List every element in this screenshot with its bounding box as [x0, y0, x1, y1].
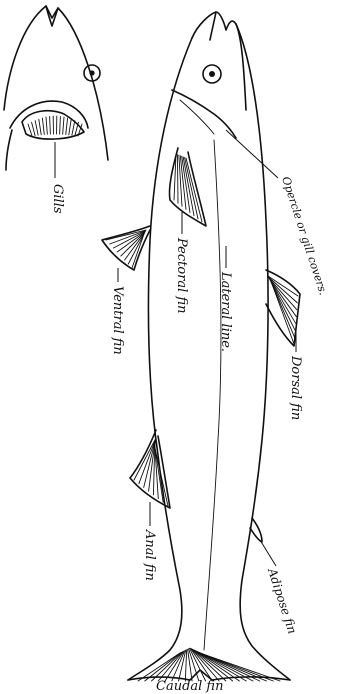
gill-filament: [39, 119, 41, 135]
caudal-ray: [185, 650, 186, 681]
ventral-label: Ventral fin: [110, 286, 125, 355]
gills-label: Gills: [50, 184, 65, 214]
pectoral-ray: [183, 157, 194, 216]
head-lower-jaw: [6, 130, 12, 170]
gill-filament: [69, 119, 71, 135]
dorsal-ray: [272, 284, 294, 344]
pectoral-ray: [186, 158, 202, 222]
gill-filament: [60, 116, 61, 134]
anal-label: Anal fin: [142, 529, 157, 581]
ventral-fin-rays: [106, 230, 146, 268]
head-pupil: [89, 70, 94, 75]
gill-filament: [35, 121, 38, 135]
lateral-line: [204, 140, 221, 650]
lateral-line-label: Lateral line.: [218, 271, 233, 352]
label-leaders: [118, 130, 296, 566]
body-left-edge: [128, 38, 192, 680]
gill-filament: [63, 117, 64, 134]
fish-pupil: [209, 71, 215, 77]
caudal-label: Caudal fin: [156, 679, 223, 694]
opercle-leader: [226, 130, 278, 178]
gill-filament: [50, 116, 51, 134]
pectoral-ray: [177, 155, 178, 204]
dorsal-ray: [269, 277, 298, 303]
head-outline: [4, 6, 108, 160]
gill-filament: [66, 118, 68, 134]
fish-mouth: [210, 12, 216, 40]
gill-filaments: [28, 116, 82, 136]
dorsal-label: Dorsal fin: [288, 355, 303, 420]
gill-filament: [46, 117, 47, 134]
adipose-label: Adipose fin: [265, 566, 300, 636]
gill-cover-inner: [180, 100, 214, 134]
dorsal-ray: [270, 281, 295, 324]
head-detail: Gills: [4, 6, 108, 214]
opercle-label: Opercle or gill covers.: [279, 175, 330, 297]
gill-filament: [42, 118, 44, 134]
adipose-leader: [260, 540, 276, 566]
pectoral-fin-rays: [174, 154, 202, 222]
gill-filament: [32, 122, 35, 135]
pectoral-label: Pectoral fin: [174, 237, 189, 314]
caudal-ray: [191, 649, 219, 681]
gill-filament: [28, 124, 32, 136]
gill-filament: [72, 121, 75, 135]
pectoral-ray: [179, 155, 182, 206]
